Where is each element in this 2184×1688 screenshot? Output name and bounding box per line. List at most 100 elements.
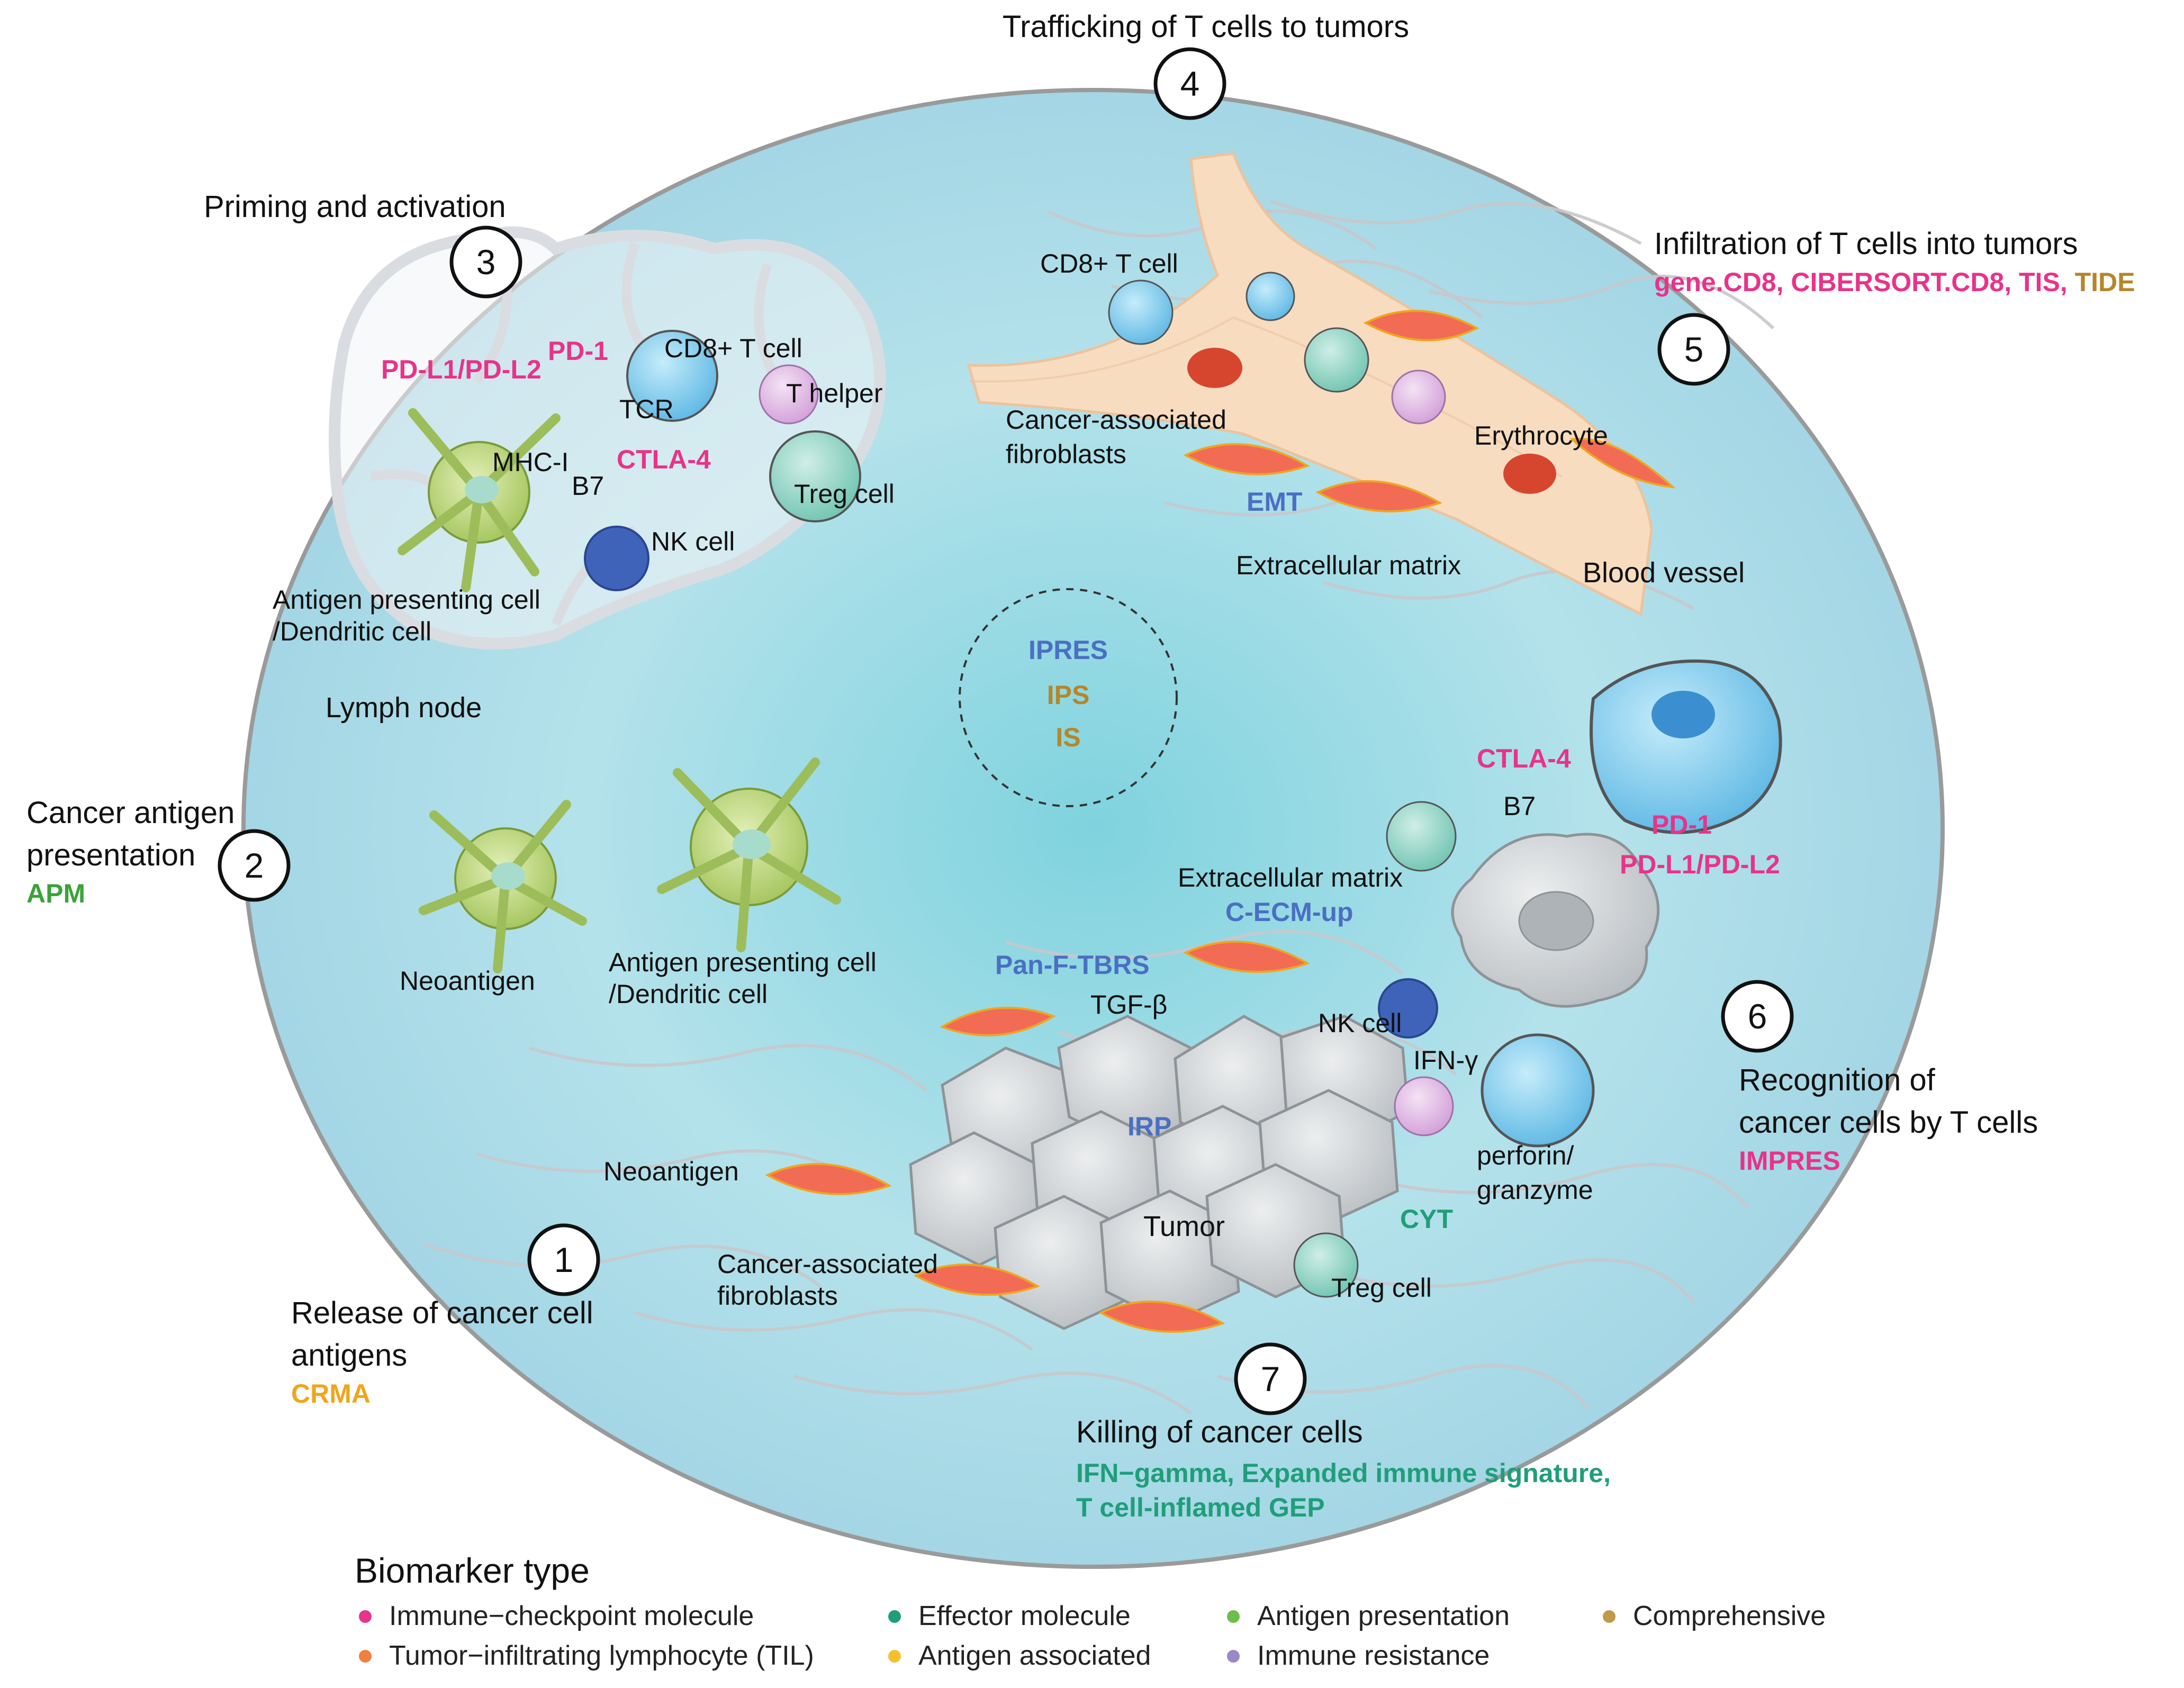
perforin-label-1: perforin/ — [1477, 1141, 1574, 1170]
cecm-label: C-ECM-up — [1225, 897, 1353, 927]
treg-lower-right — [1386, 801, 1457, 872]
ifng-label: IFN-γ — [1413, 1045, 1478, 1075]
step-5-biomarker-til: gene.CD8, CIBERSORT.CD8, TIS, — [1654, 267, 2075, 297]
step-1-biomarker: CRMA — [291, 1379, 371, 1409]
legend-label: Antigen associated — [918, 1640, 1151, 1671]
treg-cell — [769, 430, 861, 522]
legend-label: Antigen presentation — [1257, 1601, 1510, 1631]
vessel-helper — [1391, 369, 1446, 425]
irp-label: IRP — [1127, 1112, 1171, 1141]
emt-label: EMT — [1247, 487, 1303, 517]
nk-cell-lower — [1378, 978, 1438, 1039]
panf-label: Pan-F-TBRS — [995, 950, 1150, 980]
step-5-number: 5 — [1684, 330, 1704, 369]
b7-right-label: B7 — [1503, 791, 1536, 821]
step-4-number: 4 — [1180, 64, 1200, 103]
pdl-label: PD-L1/PD-L2 — [381, 355, 542, 384]
step-1-number: 1 — [554, 1240, 574, 1279]
caf-label-2: fibroblasts — [1006, 439, 1126, 469]
cyt-label: CYT — [1400, 1204, 1453, 1234]
legend: Immune−checkpoint molecule Effector molec… — [359, 1601, 1826, 1671]
vessel-t-cell-1 — [1108, 279, 1174, 345]
apc-label-2: /Dendritic cell — [273, 617, 431, 646]
treg-lower — [1293, 1232, 1359, 1298]
legend-swatch — [359, 1610, 372, 1623]
cancer-associated-fibroblasts — [765, 310, 1676, 1333]
step-5-biomarker-tide: TIDE — [2075, 267, 2135, 297]
perforin-label-2: granzyme — [1477, 1175, 1593, 1205]
neoantigen-label-2: Neoantigen — [603, 1157, 739, 1186]
tcr-label: TCR — [619, 394, 674, 424]
cd8-label: CD8+ T cell — [664, 333, 802, 363]
helper-lower — [1394, 1076, 1454, 1136]
step-2-title-line-1: Cancer antigen — [26, 796, 234, 830]
cd8-t-cell — [626, 330, 718, 422]
step-6-biomarker: IMPRES — [1739, 1146, 1840, 1176]
immune-cells — [584, 272, 1595, 1298]
cd8-vessel-label: CD8+ T cell — [1040, 249, 1178, 278]
step-3-title: Priming and activation — [204, 189, 506, 224]
erythrocyte-label: Erythrocyte — [1474, 421, 1608, 450]
tumor-cluster — [909, 1015, 1410, 1330]
legend-title: Biomarker type — [355, 1551, 590, 1590]
nk-lower-label: NK cell — [1318, 1008, 1402, 1038]
step-4-title: Trafficking of T cells to tumors — [1003, 10, 1409, 44]
apc-nuclei — [465, 476, 771, 890]
pd1-label: PD-1 — [548, 336, 608, 366]
step-6-number: 6 — [1748, 997, 1767, 1036]
pdl-right-label: PD-L1/PD-L2 — [1620, 850, 1780, 879]
step-markers — [218, 47, 1794, 1415]
legend-label: Tumor−infiltrating lymphocyte (TIL) — [389, 1640, 814, 1671]
legend-label: Immune−checkpoint molecule — [389, 1601, 754, 1631]
cd8-lower — [1481, 1033, 1595, 1148]
step-7-biomarker-line-1: IFN−gamma, Expanded immune signature, — [1076, 1458, 1611, 1488]
step-2-number: 2 — [245, 846, 264, 885]
is-label: IS — [1055, 723, 1080, 752]
blood-vessel-label: Blood vessel — [1583, 557, 1745, 589]
apc-lower-label-2: /Dendritic cell — [609, 979, 768, 1009]
ctla4-right-label: CTLA-4 — [1477, 744, 1571, 773]
t-helper-label: T helper — [786, 378, 883, 408]
caf-lower-label-2: fibroblasts — [717, 1281, 838, 1311]
ips-label: IPS — [1047, 680, 1090, 710]
vessel-treg — [1304, 327, 1369, 393]
vessel-t-cell-2 — [1246, 272, 1295, 321]
legend-label: Immune resistance — [1257, 1640, 1490, 1671]
legend-swatch — [888, 1650, 901, 1663]
legend-swatch — [1227, 1650, 1240, 1663]
lymph-node-label: Lymph node — [326, 692, 482, 724]
blood-vessel — [967, 152, 1653, 616]
step-7-title: Killing of cancer cells — [1076, 1415, 1363, 1449]
ipres-label: IPRES — [1028, 635, 1108, 665]
apc-lower-label-1: Antigen presenting cell — [609, 947, 877, 977]
treg-label: Treg cell — [794, 479, 895, 509]
ctla4-label: CTLA-4 — [617, 445, 711, 474]
treg-lower-label: Treg cell — [1331, 1273, 1432, 1303]
pd1-right-label: PD-1 — [1651, 810, 1712, 840]
nk-cell — [584, 526, 649, 591]
legend-swatch — [359, 1650, 372, 1663]
neoantigen-label-1: Neoantigen — [400, 966, 535, 996]
tumor-label: Tumor — [1143, 1211, 1225, 1242]
legend-swatch — [888, 1610, 901, 1623]
step-7-number: 7 — [1261, 1359, 1280, 1398]
step-1-title-line-1: Release of cancer cell — [291, 1296, 593, 1330]
legend-label: Effector molecule — [918, 1601, 1131, 1631]
legend-label: Comprehensive — [1633, 1601, 1826, 1631]
step-6-title-line-2: cancer cells by T cells — [1739, 1105, 2038, 1140]
erythrocyte-2 — [1503, 454, 1556, 494]
immune-score-cycle — [959, 588, 1178, 807]
legend-swatch — [1603, 1610, 1616, 1623]
step-2-biomarker: APM — [26, 879, 85, 908]
apc-label-1: Antigen presenting cell — [273, 585, 540, 615]
ecm-lower-label: Extracellular matrix — [1178, 863, 1403, 892]
caf-lower-label-1: Cancer-associated — [717, 1249, 938, 1279]
caf-label-1: Cancer-associated — [1006, 405, 1226, 435]
step-3-number: 3 — [476, 242, 496, 282]
step-7-biomarker-line-2: T cell-inflamed GEP — [1076, 1493, 1325, 1522]
cd8-t-cell-large — [1590, 659, 1782, 834]
ecm-upper-label: Extracellular matrix — [1236, 550, 1461, 580]
step-1-title-line-2: antigens — [291, 1338, 407, 1373]
step-5-biomarkers: gene.CD8, CIBERSORT.CD8, TIS, TIDE — [1654, 267, 2135, 297]
